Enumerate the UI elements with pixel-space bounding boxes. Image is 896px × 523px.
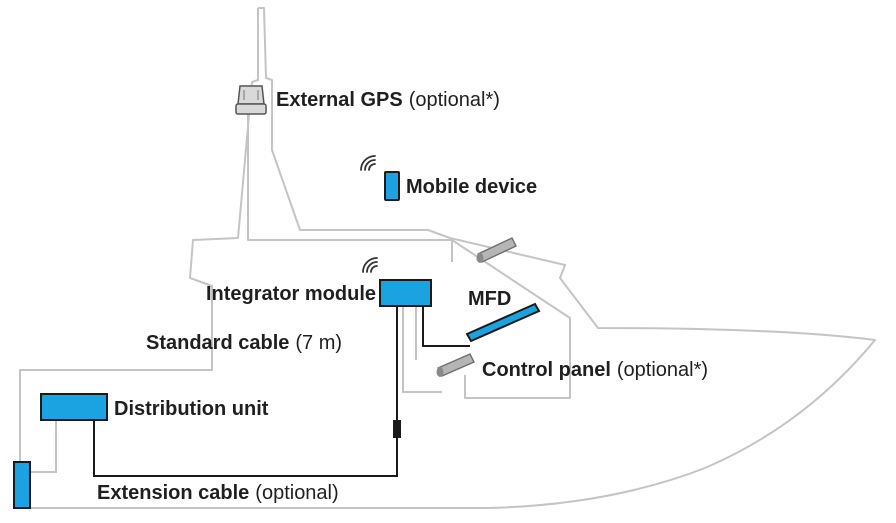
- mfd-feed-cable: [402, 298, 442, 393]
- mobile-device: [384, 171, 400, 201]
- label-external-gps: External GPS(optional*): [276, 89, 500, 111]
- mfd-display: [465, 302, 541, 343]
- wifi-icon: [362, 257, 378, 273]
- control-panel-lower: [436, 353, 475, 377]
- boat-outline: [18, 7, 876, 509]
- standard-cable-line: [93, 306, 398, 477]
- label-control-panel: Control panel(optional*): [482, 359, 708, 381]
- label-extension-cable: Extension cable(optional): [97, 482, 339, 504]
- distribution-unit: [40, 393, 108, 421]
- label-integrator-module: Integrator module: [206, 283, 376, 305]
- integrator-module: [379, 279, 432, 307]
- cable-connector: [393, 420, 401, 438]
- control-panel-upper: [476, 237, 517, 263]
- label-standard-cable: Standard cable(7 m): [146, 332, 342, 354]
- label-mfd: MFD: [468, 288, 511, 310]
- steering-actuator: [13, 461, 31, 509]
- label-mobile-device: Mobile device: [406, 176, 537, 198]
- label-distribution-unit: Distribution unit: [114, 398, 269, 420]
- distribution-to-actuator: [30, 418, 57, 473]
- wifi-icon: [360, 155, 376, 171]
- gps-antenna-icon: [235, 85, 267, 115]
- integrator-to-mfd-cable: [422, 306, 470, 347]
